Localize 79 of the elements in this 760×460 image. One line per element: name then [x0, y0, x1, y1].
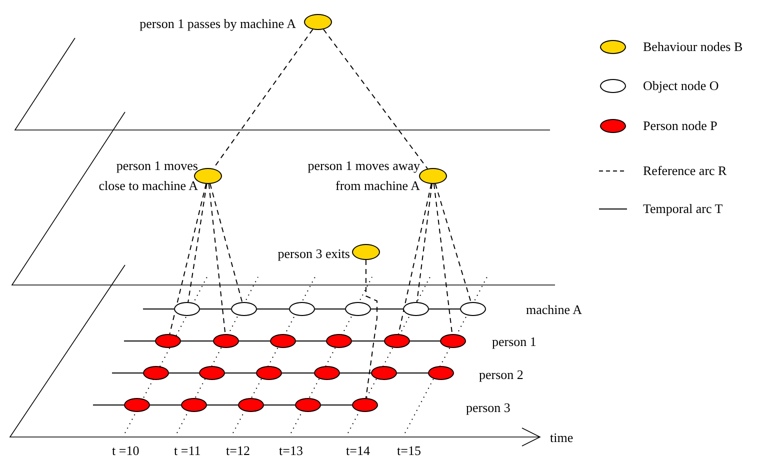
temporal-arc	[168, 372, 200, 374]
row-label: person 3	[466, 400, 510, 416]
person-node	[256, 366, 282, 380]
temporal-arc	[112, 372, 144, 374]
person-node	[181, 398, 207, 412]
reference-arc	[433, 183, 453, 335]
row-label: person 2	[479, 367, 524, 383]
legend-label: Reference arc R	[643, 163, 727, 179]
person-node	[384, 334, 410, 348]
node-caption: person 1 passes by machine A	[138, 15, 296, 33]
person-node	[143, 366, 169, 380]
reference-arc	[208, 183, 226, 334]
behaviour-node	[304, 14, 332, 30]
temporal-arc	[340, 372, 372, 374]
object-node	[174, 302, 200, 316]
temporal-arc	[428, 308, 460, 310]
temporal-arc	[200, 308, 232, 310]
temporal-arc	[314, 308, 346, 310]
temporal-arc	[180, 340, 214, 342]
time-tick-label: t=15	[397, 443, 421, 459]
person-node	[199, 366, 225, 380]
behaviour-node	[419, 168, 447, 184]
reference-arc	[188, 183, 208, 303]
temporal-arc	[282, 372, 314, 374]
temporal-arc	[370, 308, 404, 310]
person-node	[155, 334, 181, 348]
object-node	[231, 302, 257, 316]
person-node	[238, 398, 264, 412]
reference-arc	[210, 183, 243, 303]
time-tick-label: t =10	[112, 443, 140, 459]
object-node	[460, 302, 486, 316]
object-node	[289, 302, 315, 316]
temporal-arc	[206, 404, 238, 406]
reference-arc	[169, 183, 207, 335]
axis-label: time	[550, 430, 574, 446]
row-label: person 1	[492, 334, 536, 350]
temporal-arc	[320, 404, 352, 406]
person-node	[352, 398, 378, 412]
temporal-arc	[396, 372, 428, 374]
time-tick-label: t=14	[346, 443, 370, 459]
temporal-arc	[124, 340, 156, 342]
object-node	[403, 302, 429, 316]
person-node	[124, 398, 150, 412]
person-node	[326, 334, 352, 348]
temporal-arc	[238, 340, 270, 342]
person-node	[314, 366, 340, 380]
temporal-arc	[256, 308, 290, 310]
temporal-arc	[142, 308, 174, 310]
time-tick-label: t =11	[174, 443, 201, 459]
person-node	[371, 366, 397, 380]
temporal-arc	[352, 340, 384, 342]
temporal-arc	[296, 340, 326, 342]
person-node	[270, 334, 296, 348]
reference-arc	[434, 183, 472, 303]
reference-arc	[323, 28, 428, 170]
person-node	[213, 334, 239, 348]
temporal-arc	[92, 404, 124, 406]
person-node	[440, 334, 466, 348]
node-caption: person 1 moves close to machine A	[98, 157, 198, 195]
reference-arc	[416, 183, 432, 303]
person-node	[295, 398, 321, 412]
temporal-arc	[410, 340, 440, 342]
row-label: machine A	[526, 302, 582, 318]
person-node	[428, 366, 454, 380]
time-tick-label: t=12	[226, 443, 250, 459]
object-node	[345, 302, 371, 316]
temporal-arc	[264, 404, 296, 406]
legend-label: Object node O	[643, 78, 719, 94]
legend-label: Behaviour nodes B	[643, 39, 743, 55]
temporal-arc	[224, 372, 256, 374]
reference-arc	[365, 260, 378, 399]
legend-label: Person node P	[643, 118, 718, 134]
reference-arc	[398, 183, 432, 335]
legend-label: Temporal arc T	[643, 201, 723, 217]
temporal-arc	[150, 404, 182, 406]
node-caption: person 3 exits	[276, 245, 350, 263]
node-caption: person 1 moves away from machine A	[306, 157, 420, 195]
time-tick-label: t=13	[279, 443, 303, 459]
behaviour-node	[352, 244, 380, 260]
